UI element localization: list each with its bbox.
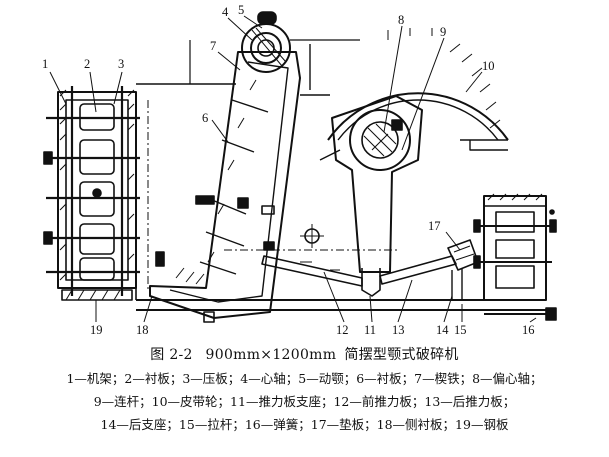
movable-jaw [149, 51, 301, 323]
legend-line-3: 14—后支座；15—拉杆；16—弹簧；17—垫板；18—侧衬板；19—钢板 [0, 414, 609, 433]
part-label-19: 19 [90, 323, 103, 337]
rear-block [473, 193, 557, 321]
part-label-9: 9 [440, 25, 446, 39]
caption-label: 图 2-2 [150, 347, 193, 363]
toggle-plates [261, 239, 479, 300]
part-label-16: 16 [522, 323, 535, 337]
legend-text: 9—连杆；10—皮带轮；11—推力板支座；12—前推力板；13—后推力板； [93, 394, 516, 409]
part-label-11: 11 [364, 323, 376, 337]
part-label-13: 13 [392, 323, 405, 337]
part-label-3: 3 [118, 57, 124, 71]
legend-text: 14—后支座；15—拉杆；16—弹簧；17—垫板；18—侧衬板；19—钢板 [100, 417, 509, 432]
part-labels: 1 2 3 4 5 6 7 8 9 10 11 12 13 14 15 16 1… [42, 3, 535, 337]
legend-text: 1—机架；2—衬板；3—压板；4—心轴；5—动颚；6—衬板；7—楔铁；8—偏心轴… [66, 371, 543, 386]
caption-spec: 900mm×1200mm [205, 347, 337, 363]
part-label-14: 14 [436, 323, 449, 337]
part-label-2: 2 [84, 57, 90, 71]
part-label-18: 18 [136, 323, 149, 337]
jaw-crusher-drawing: 1 2 3 4 5 6 7 8 9 10 11 12 13 14 15 16 1… [42, 3, 557, 337]
part-label-10: 10 [482, 59, 495, 73]
legend-line-1: 1—机架；2—衬板；3—压板；4—心轴；5—动颚；6—衬板；7—楔铁；8—偏心轴… [0, 368, 609, 387]
part-label-1: 1 [42, 57, 48, 71]
frame [135, 39, 546, 311]
fixed-jaw-assembly [43, 86, 140, 301]
part-label-17: 17 [428, 219, 441, 233]
part-label-7: 7 [210, 39, 216, 53]
leader-lines [49, 15, 537, 323]
part-label-6: 6 [202, 111, 208, 125]
part-label-12: 12 [336, 323, 349, 337]
part-label-4: 4 [222, 5, 229, 19]
part-label-8: 8 [398, 13, 404, 27]
part-label-5: 5 [238, 3, 244, 17]
caption-title: 简摆型颚式破碎机 [344, 347, 459, 363]
part-label-15: 15 [454, 323, 467, 337]
figure-caption: 图 2-2 900mm×1200mm 简摆型颚式破碎机 [0, 344, 609, 364]
pitman [319, 95, 423, 297]
legend-line-2: 9—连杆；10—皮带轮；11—推力板支座；12—前推力板；13—后推力板； [0, 391, 609, 410]
flywheel [327, 28, 509, 151]
mandrel-head [241, 11, 291, 73]
